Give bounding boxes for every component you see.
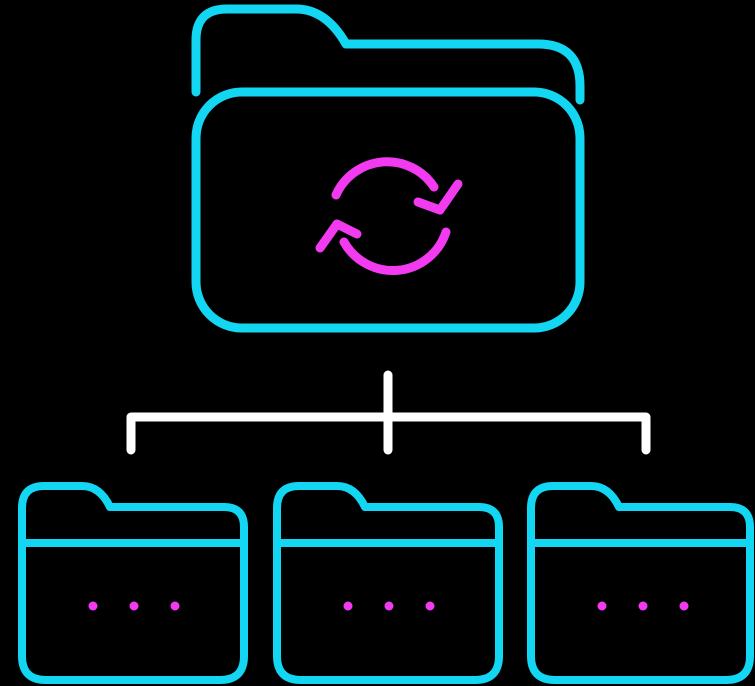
child-folder-3-body [527,482,754,684]
ellipsis-dots-icon-2 [343,601,435,611]
parent-folder-front [191,87,585,333]
dot [597,601,607,611]
dot [129,601,139,611]
child-folder-icon-1 [18,482,248,684]
dot [384,601,394,611]
tree-connector [126,370,651,455]
sync-icon [315,157,463,275]
child-folder-icon-2 [273,482,503,684]
dot [343,601,353,611]
sync-arrowhead-top [413,179,463,215]
dot [425,601,435,611]
sync-arrow-top [331,157,439,200]
dot [679,601,689,611]
connector-bar [126,412,651,455]
dot [638,601,648,611]
sync-arrow-bottom [339,227,451,275]
parent-folder-back-tab [191,4,585,105]
sync-arrowhead-bottom [315,219,362,253]
ellipsis-dots-icon-1 [88,601,180,611]
ellipsis-dots-icon-3 [597,601,689,611]
child-folder-2-body [273,482,503,684]
child-folder-1-body [18,482,248,684]
dot [170,601,180,611]
dot [88,601,98,611]
parent-folder-icon [191,4,585,333]
child-folder-icon-3 [527,482,754,684]
